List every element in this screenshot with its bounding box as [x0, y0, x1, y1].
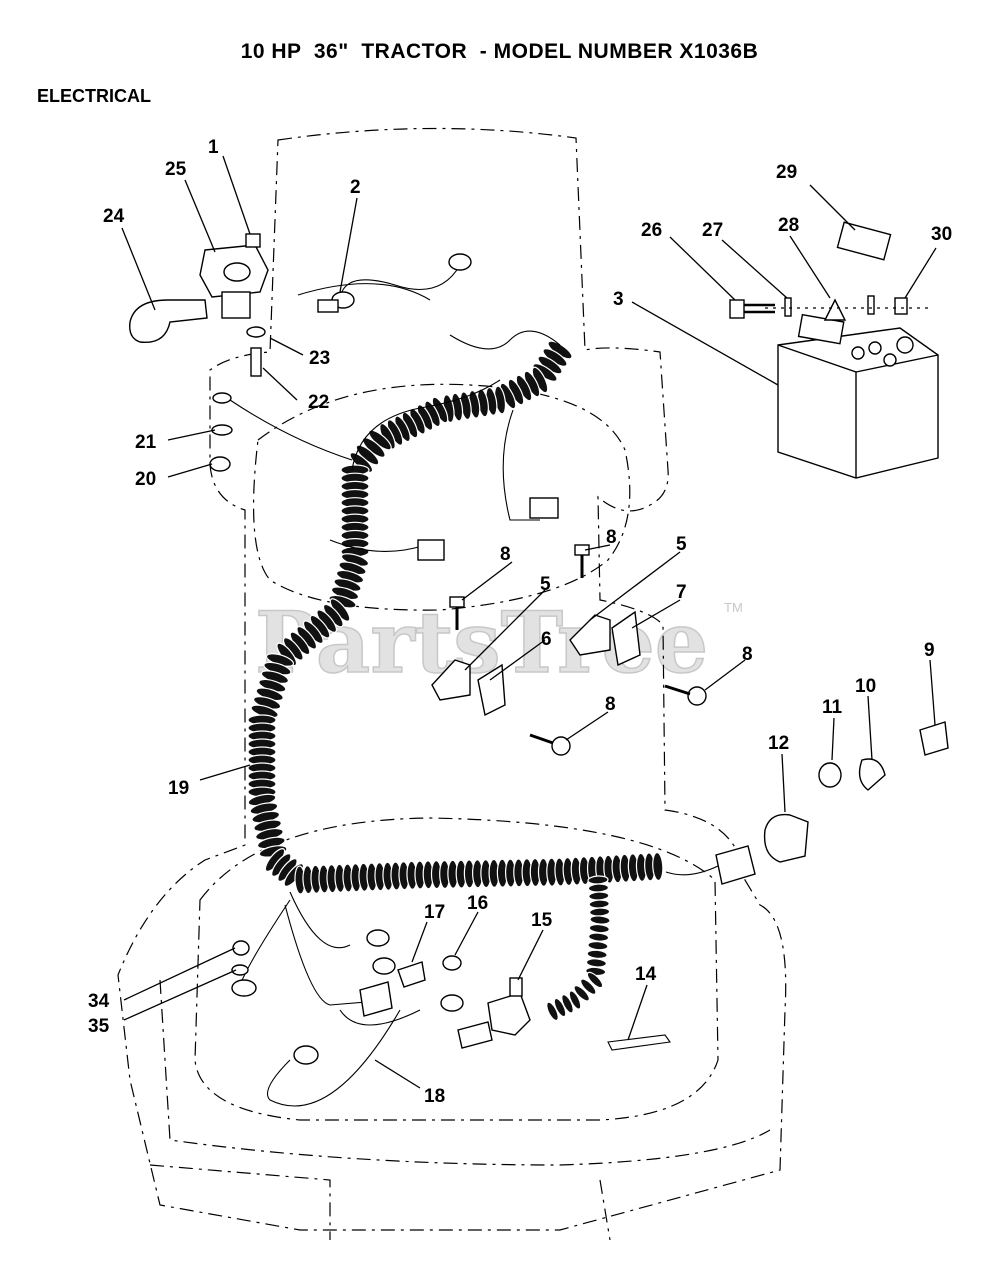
callout-12: 12 — [768, 733, 789, 754]
callout-5b: 5 — [676, 534, 687, 555]
coil-segment — [588, 932, 610, 942]
lower-components — [231, 929, 671, 1065]
callout-9: 9 — [924, 640, 935, 661]
callout-1: 1 — [208, 137, 219, 158]
tractor-outline — [117, 127, 787, 1241]
callout-11: 11 — [822, 697, 843, 718]
callout-labels: 1 2 3 5 5 6 7 8 8 8 8 9 10 11 12 14 15 1… — [88, 137, 952, 1107]
callout-19: 19 — [168, 778, 189, 799]
callout-6: 6 — [541, 629, 552, 650]
callout-35: 35 — [88, 1016, 110, 1037]
coil-segment — [587, 883, 609, 893]
battery — [777, 221, 939, 479]
coil-segment — [586, 949, 608, 959]
coil-segment — [580, 978, 597, 995]
callout-17: 17 — [424, 902, 445, 923]
harness-wires — [229, 283, 721, 1107]
coil-segment — [588, 891, 610, 901]
coil-segment — [588, 923, 610, 934]
callout-24: 24 — [103, 206, 125, 227]
callout-8b: 8 — [606, 527, 617, 548]
leader-lines — [121, 155, 937, 1089]
callout-16: 16 — [467, 893, 488, 914]
watermark-tm: TM — [724, 600, 743, 615]
callout-34: 34 — [88, 991, 110, 1012]
callout-8c: 8 — [742, 644, 753, 665]
callout-30: 30 — [931, 224, 952, 245]
callout-2: 2 — [350, 177, 361, 198]
harness-coil-main — [247, 340, 664, 1022]
solenoid-assembly — [129, 233, 269, 472]
callout-8a: 8 — [500, 544, 511, 565]
callout-3: 3 — [613, 289, 624, 310]
coil-segment — [587, 875, 609, 885]
callout-26: 26 — [641, 220, 662, 241]
coil-segment — [546, 1001, 559, 1022]
callout-15: 15 — [531, 910, 553, 931]
ignition-switch — [715, 721, 949, 885]
callout-7: 7 — [676, 582, 687, 603]
callout-8d: 8 — [605, 694, 616, 715]
callout-20: 20 — [135, 469, 156, 490]
callout-10: 10 — [855, 676, 876, 697]
coil-segment — [585, 958, 607, 968]
coil-segment — [652, 851, 664, 882]
callout-29: 29 — [776, 162, 797, 183]
callout-28: 28 — [778, 215, 799, 236]
page-title: 10 HP 36" TRACTOR - MODEL NUMBER X1036B — [240, 40, 759, 63]
coil-segment — [586, 971, 604, 989]
callout-14: 14 — [635, 964, 657, 985]
coil-segment — [588, 899, 610, 909]
callout-18: 18 — [424, 1086, 445, 1107]
battery-cable — [317, 253, 472, 313]
callout-5a: 5 — [540, 574, 551, 595]
callout-21: 21 — [135, 432, 157, 453]
coil-segment — [573, 985, 590, 1002]
callout-27: 27 — [702, 220, 723, 241]
callout-25: 25 — [165, 159, 187, 180]
switch-parts — [417, 497, 707, 756]
battery-hardware — [729, 295, 930, 321]
callout-23: 23 — [309, 348, 330, 369]
coil-segment — [589, 915, 611, 925]
coil-segment — [589, 907, 611, 917]
section-label: ELECTRICAL — [37, 86, 151, 106]
coil-segment — [587, 941, 609, 951]
callout-22: 22 — [308, 392, 329, 413]
